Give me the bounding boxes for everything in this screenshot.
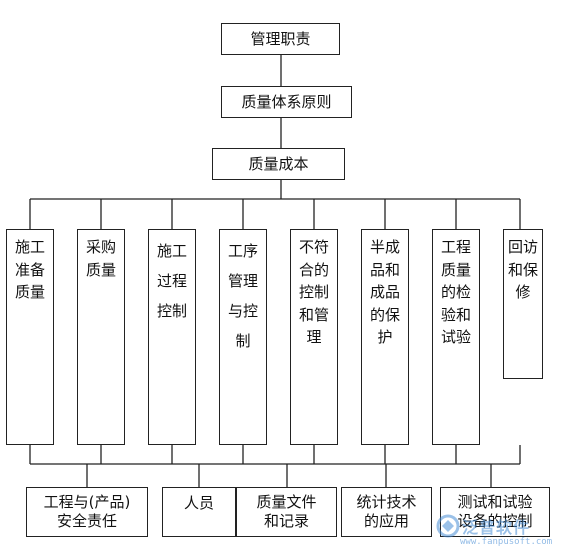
bottom-label-3b: 和记录	[263, 512, 309, 530]
middle-box-1: 施工准备质量	[6, 229, 54, 445]
middle-label-4: 工序管理与控制	[228, 242, 259, 350]
bottom-box-3: 质量文件 和记录	[236, 487, 337, 537]
middle-box-3: 施工过程控制	[148, 229, 196, 445]
principle-box: 质量体系原则	[221, 86, 352, 118]
bottom-label-1a: 工程与(产品)	[43, 493, 131, 512]
middle-box-5: 不符合的控制和管理	[290, 229, 338, 445]
bottom-label-5a: 测试和试验	[457, 493, 533, 512]
middle-label-3: 施工过程控制	[157, 242, 188, 320]
middle-label-1: 施工准备质量	[15, 238, 46, 301]
middle-label-6: 半成品和成品的保护	[370, 238, 401, 346]
middle-label-5: 不符合的控制和管理	[299, 238, 330, 346]
bottom-label-1b: 安全责任	[56, 512, 117, 530]
middle-box-2: 采购质量	[77, 229, 125, 445]
responsibility-box: 管理职责	[221, 23, 340, 55]
bottom-box-5: 测试和试验 设备的控制	[440, 487, 550, 537]
principle-label: 质量体系原则	[241, 92, 332, 111]
middle-box-8: 回访和保修	[503, 229, 543, 379]
bottom-label-5b: 设备的控制	[457, 512, 533, 530]
middle-label-2: 采购质量	[86, 238, 117, 279]
middle-box-4: 工序管理与控制	[219, 229, 267, 445]
bottom-box-4: 统计技术 的应用	[341, 487, 432, 537]
bottom-label-4a: 统计技术	[356, 493, 417, 512]
middle-label-8: 回访和保修	[508, 238, 539, 301]
responsibility-label: 管理职责	[250, 29, 311, 48]
bottom-label-3a: 质量文件	[256, 493, 317, 512]
bottom-label-4b: 的应用	[363, 512, 409, 530]
bottom-box-2: 人员	[162, 487, 236, 537]
bottom-box-1: 工程与(产品) 安全责任	[26, 487, 148, 537]
middle-box-7: 工程质量的检验和试验	[432, 229, 480, 445]
bottom-label-2a: 人员	[183, 494, 214, 512]
cost-label: 质量成本	[248, 154, 309, 173]
cost-box: 质量成本	[212, 148, 345, 180]
middle-box-6: 半成品和成品的保护	[361, 229, 409, 445]
middle-label-7: 工程质量的检验和试验	[441, 238, 472, 346]
